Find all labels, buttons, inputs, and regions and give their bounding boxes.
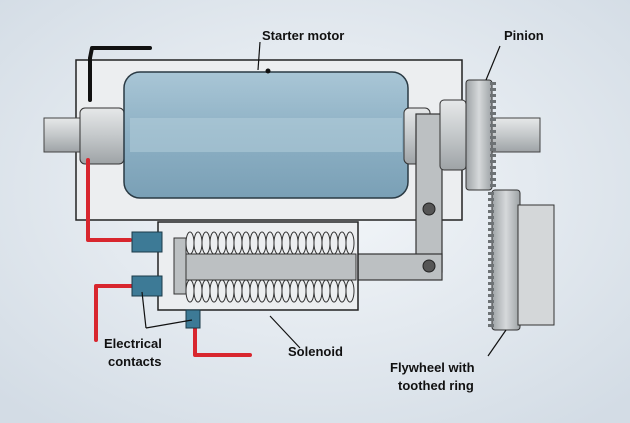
flywheel-tooth [488, 312, 494, 315]
pinion-tooth [490, 172, 496, 175]
flywheel-tooth [488, 210, 494, 213]
pinion-tooth [490, 106, 496, 109]
pinion-tooth [490, 112, 496, 115]
flywheel-tooth [488, 318, 494, 321]
flywheel-tooth [488, 240, 494, 243]
flywheel-tooth [488, 282, 494, 285]
pinion-tooth [490, 184, 496, 187]
flywheel-tooth [488, 270, 494, 273]
electrical-wires [86, 46, 252, 357]
flywheel-tooth [488, 324, 494, 327]
armature-highlight [130, 118, 402, 152]
flywheel-tooth [488, 294, 494, 297]
flywheel-tooth [488, 216, 494, 219]
shift-lever-vertical [415, 113, 443, 273]
flywheel [491, 189, 555, 331]
pinion-gear [465, 79, 496, 191]
pinion-tooth [490, 148, 496, 151]
flywheel-tooth [488, 258, 494, 261]
pinion-tooth [490, 178, 496, 181]
pinion-tooth [490, 118, 496, 121]
electrical-contacts-label-line1: Electrical [104, 336, 162, 351]
flywheel-tooth [488, 204, 494, 207]
plunger-rod-inner [185, 253, 357, 281]
electrical-contacts-label-line2: contacts [108, 354, 161, 369]
pinion-tooth [490, 88, 496, 91]
flywheel-tooth [488, 264, 494, 267]
pinion-tooth [490, 100, 496, 103]
flywheel-tooth [488, 192, 494, 195]
solenoid-label: Solenoid [288, 344, 343, 359]
lever-pivot-lower [422, 259, 436, 273]
flywheel-label-line2: toothed ring [398, 378, 474, 393]
flywheel-tooth [488, 288, 494, 291]
electrical-contact-upper [131, 231, 163, 253]
pinion-collar [439, 99, 467, 171]
flywheel-teeth [488, 192, 494, 327]
electrical-contact-bottom [185, 309, 201, 329]
leader-lines [141, 41, 507, 357]
electrical-contact-lower [131, 275, 163, 297]
pinion-label: Pinion [504, 28, 544, 43]
pinion-tooth [490, 130, 496, 133]
starter-motor-label: Starter motor [262, 28, 344, 43]
flywheel-tooth [488, 276, 494, 279]
flywheel-tooth [488, 306, 494, 309]
flywheel-tooth [488, 198, 494, 201]
pinion-tooth [490, 82, 496, 85]
flywheel-tooth [488, 252, 494, 255]
pinion-tooth [490, 94, 496, 97]
pinion-tooth [490, 154, 496, 157]
left-bearing [79, 107, 125, 165]
flywheel-label-line1: Flywheel with [390, 360, 475, 375]
lever-pivot-upper [422, 202, 436, 216]
pinion-tooth [490, 136, 496, 139]
solenoid-plunger-plate [173, 237, 187, 295]
pinion-tooth [490, 160, 496, 163]
pinion-tooth [490, 124, 496, 127]
pinion-tooth [490, 166, 496, 169]
flywheel-tooth [488, 234, 494, 237]
starter-motor-pointer-dot [265, 68, 271, 74]
pinion-tooth [490, 142, 496, 145]
flywheel-tooth [488, 228, 494, 231]
flywheel-tooth [488, 246, 494, 249]
flywheel-tooth [488, 222, 494, 225]
flywheel-tooth [488, 300, 494, 303]
